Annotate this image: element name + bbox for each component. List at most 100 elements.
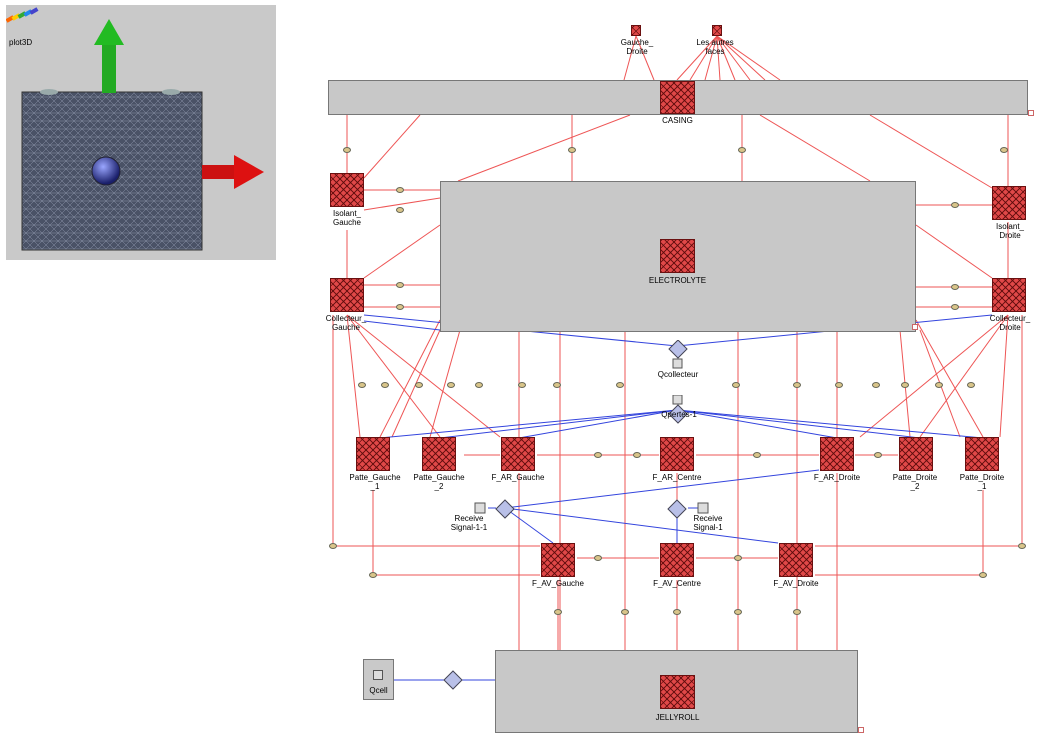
jellyroll-label: JELLYROLL bbox=[655, 713, 700, 722]
port-dot bbox=[633, 452, 641, 458]
patte-droite-2-icon[interactable] bbox=[899, 437, 933, 471]
plot3d-logo-icon bbox=[6, 7, 39, 23]
patte-droite-1-label: Patte_Droite _1 bbox=[959, 473, 1005, 491]
electrolyte-label: ELECTROLYTE bbox=[648, 276, 707, 285]
jellyroll-icon[interactable] bbox=[660, 675, 695, 709]
collecteur-droite-label: Collecteur_ Droite bbox=[989, 314, 1031, 332]
qcell-icon bbox=[373, 670, 383, 680]
patte-gauche-2-icon[interactable] bbox=[422, 437, 456, 471]
patte-droite-1-icon[interactable] bbox=[965, 437, 999, 471]
receive-signal-right-icon[interactable] bbox=[667, 499, 711, 519]
isolant-gauche-icon[interactable] bbox=[330, 173, 364, 207]
f-ar-centre-icon[interactable] bbox=[660, 437, 694, 471]
corner-mark bbox=[858, 727, 864, 733]
port-dot bbox=[734, 609, 742, 615]
port-dot bbox=[594, 452, 602, 458]
f-ar-gauche-icon[interactable] bbox=[501, 437, 535, 471]
port-dot bbox=[979, 572, 987, 578]
port-dot bbox=[396, 282, 404, 288]
port-dot bbox=[396, 187, 404, 193]
port-gauche-droite-label: Gauche_ Droite bbox=[620, 38, 654, 56]
port-dot bbox=[951, 202, 959, 208]
port-dot bbox=[732, 382, 740, 388]
collecteur-gauche-label: Collecteur_ Gauche bbox=[325, 314, 367, 332]
port-dot bbox=[415, 382, 423, 388]
port-dot bbox=[673, 609, 681, 615]
port-dot bbox=[594, 555, 602, 561]
port-dot bbox=[874, 452, 882, 458]
port-dot bbox=[753, 452, 761, 458]
port-dot bbox=[872, 382, 880, 388]
corner-mark bbox=[1028, 110, 1034, 116]
port-gauche-droite-icon[interactable] bbox=[631, 25, 641, 36]
port-dot bbox=[396, 304, 404, 310]
port-dot bbox=[967, 382, 975, 388]
port-dot bbox=[835, 382, 843, 388]
port-dot bbox=[621, 609, 629, 615]
port-dot bbox=[329, 543, 337, 549]
port-dot bbox=[734, 555, 742, 561]
viewer-title: plot3D bbox=[9, 38, 33, 47]
qpertes-label: Qpertes-1 bbox=[661, 410, 697, 419]
collecteur-gauche-icon[interactable] bbox=[330, 278, 364, 312]
port-dot bbox=[951, 284, 959, 290]
port-dot bbox=[793, 609, 801, 615]
rotation-center-icon[interactable] bbox=[91, 156, 121, 186]
port-dot bbox=[358, 382, 366, 388]
port-dot bbox=[1000, 147, 1008, 153]
viewer-3d-panel[interactable] bbox=[6, 5, 276, 260]
port-autres-faces-icon[interactable] bbox=[712, 25, 722, 36]
port-dot bbox=[553, 382, 561, 388]
red-connections bbox=[332, 35, 1023, 650]
f-av-gauche-icon[interactable] bbox=[541, 543, 575, 577]
port-dot bbox=[381, 382, 389, 388]
viewer-3d-canvas[interactable] bbox=[6, 5, 276, 260]
casing-label: CASING bbox=[662, 116, 693, 125]
qcollecteur-label: Qcollecteur bbox=[657, 370, 699, 379]
port-dot bbox=[475, 382, 483, 388]
f-av-centre-label: F_AV_Centre bbox=[653, 579, 701, 588]
f-ar-droite-icon[interactable] bbox=[820, 437, 854, 471]
isolant-gauche-label: Isolant_ Gauche bbox=[332, 209, 362, 227]
receive-signal-left-label: Receive Signal-1-1 bbox=[450, 514, 488, 532]
f-av-droite-label: F_AV_Droite bbox=[773, 579, 819, 588]
isolant-droite-icon[interactable] bbox=[992, 186, 1026, 220]
y-axis-arrow-icon[interactable] bbox=[94, 19, 124, 93]
port-dot bbox=[1018, 543, 1026, 549]
f-ar-centre-label: F_AR_Centre bbox=[652, 473, 702, 482]
port-dot bbox=[554, 609, 562, 615]
port-dot bbox=[793, 382, 801, 388]
port-dot bbox=[369, 572, 377, 578]
f-ar-droite-label: F_AR_Droite bbox=[813, 473, 861, 482]
collecteur-droite-icon[interactable] bbox=[992, 278, 1026, 312]
port-dot bbox=[935, 382, 943, 388]
f-av-centre-icon[interactable] bbox=[660, 543, 694, 577]
receive-signal-left-icon[interactable] bbox=[473, 499, 517, 519]
port-autres-faces-label: Les autres faces bbox=[696, 38, 734, 56]
electrolyte-icon[interactable] bbox=[660, 239, 695, 273]
port-dot bbox=[518, 382, 526, 388]
port-dot bbox=[396, 207, 404, 213]
patte-gauche-1-label: Patte_Gauche _1 bbox=[349, 473, 401, 491]
patte-droite-2-label: Patte_Droite _2 bbox=[892, 473, 938, 491]
patte-gauche-1-icon[interactable] bbox=[356, 437, 390, 471]
f-av-droite-icon[interactable] bbox=[779, 543, 813, 577]
f-ar-gauche-label: F_AR_Gauche bbox=[491, 473, 545, 482]
qcell-block[interactable] bbox=[363, 659, 394, 700]
qcell-label: Qcell bbox=[369, 686, 388, 695]
f-av-gauche-label: F_AV_Gauche bbox=[532, 579, 584, 588]
qcell-gain-icon[interactable] bbox=[443, 670, 463, 690]
port-dot bbox=[901, 382, 909, 388]
port-dot bbox=[343, 147, 351, 153]
port-dot bbox=[951, 304, 959, 310]
isolant-droite-label: Isolant_ Droite bbox=[995, 222, 1025, 240]
qpertes-signal-icon[interactable] bbox=[668, 395, 688, 425]
patte-gauche-2-label: Patte_Gauche _2 bbox=[413, 473, 465, 491]
port-dot bbox=[738, 147, 746, 153]
port-dot bbox=[568, 147, 576, 153]
x-axis-arrow-icon[interactable] bbox=[202, 155, 264, 189]
port-dot bbox=[616, 382, 624, 388]
casing-icon[interactable] bbox=[660, 81, 695, 114]
port-dot bbox=[447, 382, 455, 388]
qcollecteur-signal-icon[interactable] bbox=[668, 340, 688, 370]
